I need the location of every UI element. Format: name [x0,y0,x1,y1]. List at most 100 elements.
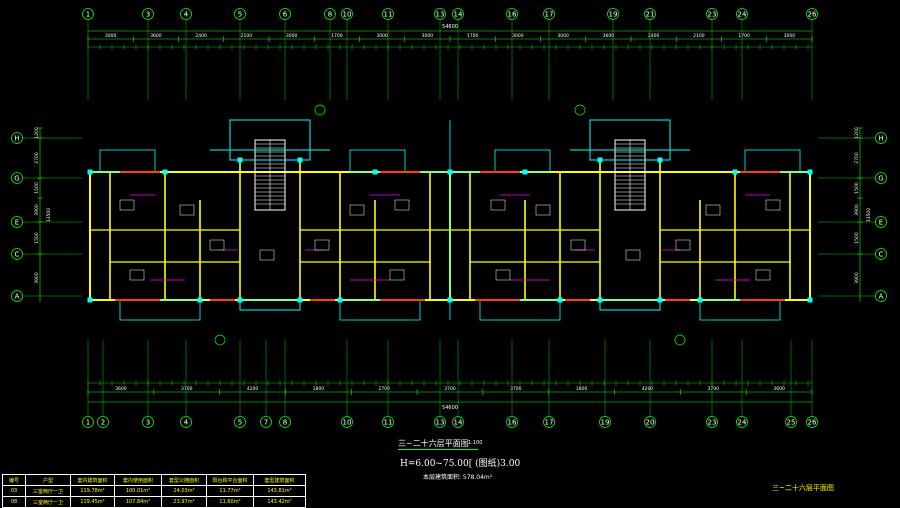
axis-label-top-circle [180,8,192,20]
floor-elevation-formula: H=6.00~75.00[ (图纸)3.00 [400,459,521,469]
axis-label-top: 17 [545,11,554,19]
fixture [495,269,511,281]
table-cell: 107.84m² [114,496,162,508]
axis-label-bottom: 17 [545,419,554,427]
axis-label-top-circle [234,8,246,20]
axis-label-bottom: 19 [601,419,610,427]
table-cell: 24.03m² [161,485,207,497]
axis-label-top: 23 [708,11,717,19]
fixture [179,204,195,216]
structure-column [657,297,663,303]
structure-column [807,297,813,303]
fixture [625,249,641,261]
annotation-line [130,194,400,281]
axis-label-top: 16 [508,11,517,19]
header-cell: 套内建筑面积 [70,474,115,486]
fixture [129,269,145,281]
dimension-bottom-value: 1800 [576,386,588,392]
balcony [99,149,156,173]
fixture [570,239,586,251]
dimension-bottom-value: 3700 [708,386,720,392]
axis-label-top: 11 [384,11,393,19]
table-cell: 119.45m² [70,496,115,508]
axis-label-right-circle [875,172,887,184]
dimension-right-value: 1500 [854,232,860,244]
structure-column [237,157,243,163]
axis-label-bottom: 14 [454,419,463,427]
structure-column [597,157,603,163]
axis-label-bottom-circle [234,416,246,428]
axis-label-bottom-circle [806,416,818,428]
table-cell: 100.01m² [114,485,162,497]
axis-label-bottom-circle [543,416,555,428]
structure-column [87,297,93,303]
right-drawing-title: 三~二十六层平面图 [772,484,834,492]
table-cell: 119.78m² [70,485,115,497]
structure-column [87,169,93,175]
header-cell: 编号 [2,474,26,486]
dimension-top-value: 3000 [286,33,298,39]
dimension-top-value: 1700 [738,33,750,39]
balcony [479,299,561,321]
axis-label-bottom-circle [180,416,192,428]
axis-label-left-circle [11,132,23,144]
dimension-top-value: 2400 [648,33,660,39]
axis-label-bottom: 26 [808,419,817,427]
dimension-top-value: 1700 [331,33,343,39]
fixture [765,199,781,211]
dimension-top-value: 3000 [105,33,117,39]
axis-label-top: 13 [436,11,445,19]
structure-column [597,297,603,303]
title-underline [398,449,478,450]
axis-label-top-circle [82,8,94,20]
header-cell: 套型建筑面积 [253,474,306,486]
axis-label-bottom-circle [82,416,94,428]
dimension-left-value: 1500 [34,182,40,194]
axis-label-bottom-circle [260,416,272,428]
axis-label-top-circle [142,8,154,20]
axis-label-top: 8 [328,11,332,19]
axis-label-bottom: 25 [787,419,796,427]
dimension-top-value: 3000 [376,33,388,39]
dimension-bottom-value: 3700 [444,386,456,392]
axis-label-right-circle [875,216,887,228]
axis-label-right: C [879,251,884,259]
axis-label-bottom-circle [736,416,748,428]
header-cell: 阳台和平台面积 [206,474,254,486]
fixture [755,269,771,281]
axis-label-bottom: 4 [184,419,189,427]
dimension-left-value: 3900 [34,204,40,216]
balcony [494,149,551,173]
balcony [349,149,406,173]
axis-label-top: 24 [738,11,747,19]
axis-label-bottom: 5 [238,419,242,427]
dimension-right-value: 1500 [854,182,860,194]
area-table-header: 编号 户型 套内建筑面积 套内使用面积 套型公摊面积 阳台和平台面积 套型建筑面… [2,474,306,486]
axis-label-bottom-circle [341,416,353,428]
fixture [349,204,365,216]
axis-label-left-circle [11,248,23,260]
axis-label-top-circle [341,8,353,20]
structure-column [732,169,738,175]
axis-label-bottom: 11 [384,419,393,427]
table-cell: 11.60m² [206,496,254,508]
axis-label-bottom-circle [706,416,718,428]
dimension-bottom-value: 3700 [510,386,522,392]
axis-label-bottom: 24 [738,419,747,427]
detail-callout [574,104,586,116]
header-cell: 户型 [25,474,71,486]
table-cell: 08 [2,496,26,508]
dimension-top-value: 3600 [603,33,615,39]
axis-label-bottom-circle [506,416,518,428]
axis-label-top-circle [382,8,394,20]
dimension-bottom-value: 4200 [247,386,259,392]
dimension-bottom-value: 3600 [115,386,127,392]
dimension-bottom-value: 3700 [181,386,193,392]
axis-label-left: C [15,251,20,259]
axis-label-bottom-circle [644,416,656,428]
dimension-top-value: 2100 [241,33,253,39]
axis-label-bottom-circle [599,416,611,428]
fixture [394,199,410,211]
dimension-top-value: 3600 [150,33,162,39]
